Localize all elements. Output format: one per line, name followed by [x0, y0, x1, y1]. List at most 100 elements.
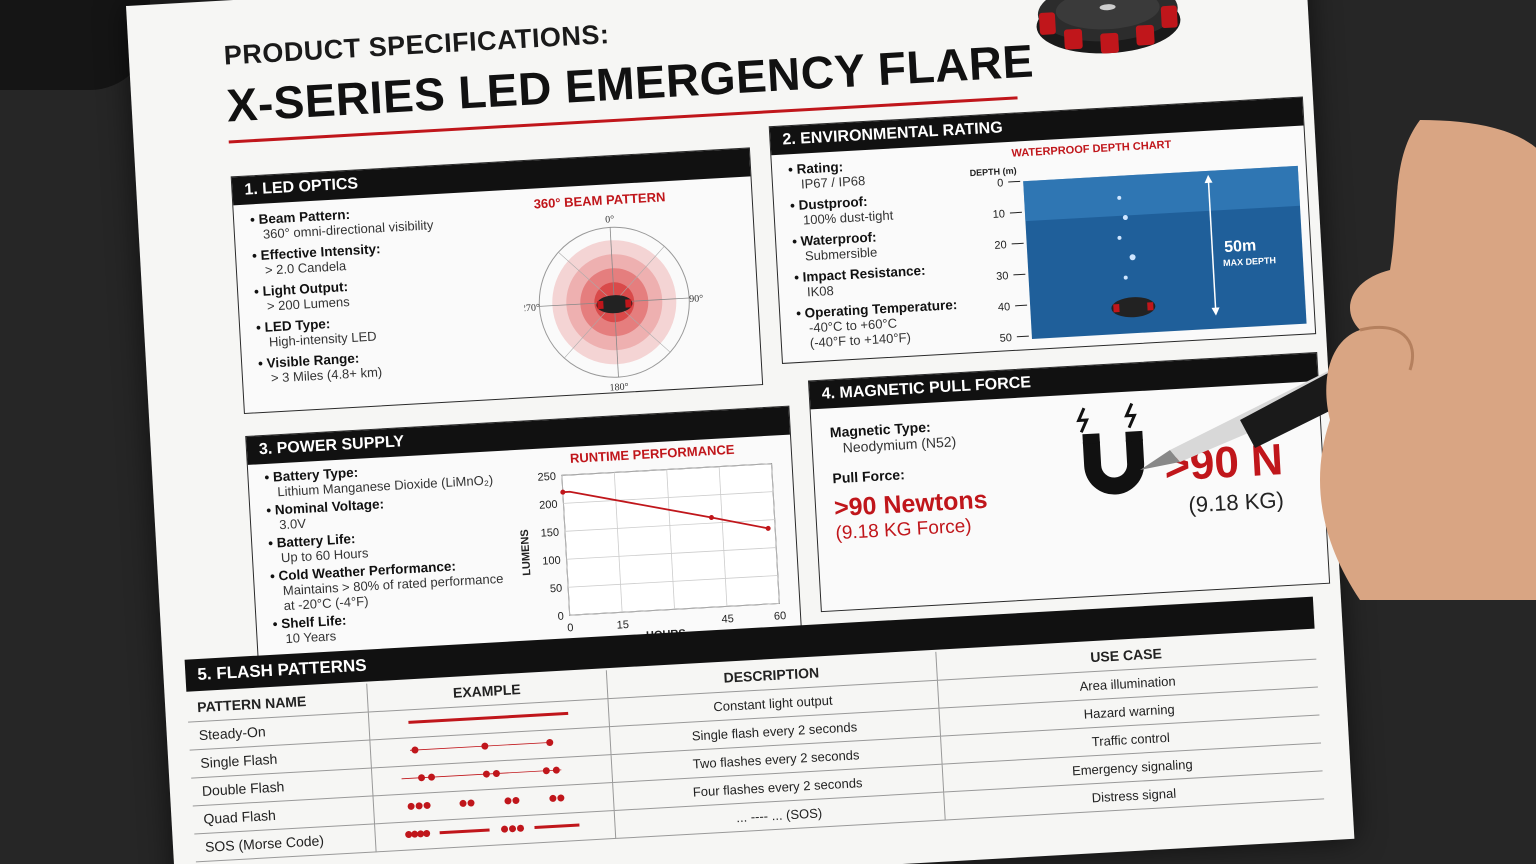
pull-force: Pull Force: >90 Newtons (9.18 KG Force)	[832, 462, 989, 545]
pattern-mark	[501, 825, 509, 833]
runtime-gridline	[771, 463, 780, 604]
pattern-mark	[482, 770, 490, 778]
pattern-mark	[557, 793, 565, 801]
pattern-mark	[546, 738, 554, 746]
pattern-mark	[411, 746, 419, 754]
depth-tick: 20	[994, 239, 1007, 252]
depth-tick: 30	[996, 270, 1009, 283]
pattern-mark	[516, 824, 524, 832]
runtime-y-label: LUMENS	[519, 529, 534, 576]
pattern-mark	[481, 742, 489, 750]
runtime-gridline	[666, 469, 675, 610]
runtime-y-tick: 100	[542, 555, 561, 568]
pattern-example-cell	[370, 754, 613, 796]
runtime-point	[708, 515, 714, 521]
led-optics-panel: 1. LED OPTICS Beam Pattern:360° omni-dir…	[230, 147, 764, 415]
angle-label-270: 270°	[521, 302, 541, 314]
runtime-y-tick: 50	[550, 583, 563, 596]
pattern-mark	[459, 799, 467, 807]
pattern-mark	[508, 824, 516, 832]
environmental-panel: 2. ENVIRONMENTAL RATING Rating:IP67 / IP…	[768, 96, 1317, 364]
max-depth-value: 50m	[1224, 237, 1257, 256]
runtime-x-ticks: 0 15 45 60	[567, 610, 787, 634]
pattern-mark	[409, 741, 550, 751]
pattern-example-cell	[369, 726, 611, 768]
flare-product-image	[1036, 0, 1181, 54]
pattern-example-single	[409, 738, 554, 754]
pattern-example-double	[401, 766, 562, 781]
spec-sheet: PRODUCT SPECIFICATIONS: X-SERIES LED EME…	[126, 0, 1355, 864]
table-row: SOS (Morse Code)... ---- ... (SOS)Distre…	[194, 770, 1325, 862]
depth-tick: 50	[999, 332, 1012, 345]
runtime-gridline	[561, 475, 571, 616]
power-supply-panel: 3. POWER SUPPLY Battery Type:Lithium Man…	[245, 405, 803, 668]
runtime-x-tick: 60	[774, 610, 787, 623]
pattern-mark	[423, 801, 431, 809]
runtime-gridline	[613, 472, 623, 613]
pattern-mark	[418, 773, 426, 781]
pattern-example-cell	[367, 698, 609, 740]
pattern-example-cell	[372, 782, 614, 824]
runtime-y-tick: 250	[537, 471, 556, 484]
pattern-mark	[417, 829, 425, 837]
pattern-mark	[407, 802, 415, 810]
runtime-gridline	[718, 466, 728, 607]
hand-image	[1320, 120, 1536, 600]
runtime-y-ticks: 0 50 100 150 200 250	[537, 471, 564, 623]
pattern-example-quad	[407, 793, 565, 810]
pattern-mark	[467, 798, 475, 806]
pull-force-key: Pull Force:	[832, 466, 906, 487]
runtime-point	[765, 525, 771, 531]
pattern-example-cell	[374, 810, 616, 852]
runtime-point	[560, 489, 566, 495]
pattern-example-steady	[408, 711, 569, 724]
runtime-grid	[561, 463, 780, 616]
pattern-mark	[549, 794, 557, 802]
depth-tick: 0	[997, 177, 1004, 189]
max-depth-label: MAX DEPTH	[1223, 255, 1276, 268]
magnetic-type: Magnetic Type: Neodymium (N52)	[829, 417, 956, 456]
magnet-icon	[1076, 402, 1145, 495]
depth-ticks: 0 10 20 30 40 50	[992, 177, 1012, 345]
pattern-mark	[542, 766, 550, 774]
runtime-y-tick: 150	[540, 527, 559, 540]
depth-chart: DEPTH (m) 50m MAX DEPTH 0 10 20 30 40 50	[969, 166, 1307, 345]
runtime-x-tick: 15	[616, 619, 629, 632]
pattern-mark	[411, 830, 419, 838]
runtime-series	[560, 489, 771, 531]
beam-pattern-chart: 0° 90° 180° 270°	[521, 214, 704, 394]
runtime-x-tick: 0	[567, 622, 574, 634]
flash-patterns-table: PATTERN NAME EXAMPLE DESCRIPTION USE CAS…	[186, 630, 1325, 862]
depth-axis-label: DEPTH (m)	[969, 166, 1016, 179]
angle-label-180: 180°	[609, 382, 629, 394]
pattern-mark	[415, 801, 423, 809]
pattern-example-sos	[405, 822, 580, 838]
pattern-mark	[504, 796, 512, 804]
pattern-mark	[439, 827, 490, 834]
pattern-mark	[427, 773, 435, 781]
pattern-mark	[408, 711, 569, 724]
pattern-mark	[405, 830, 413, 838]
angle-label-0: 0°	[605, 214, 615, 225]
depth-tick: 40	[998, 301, 1011, 314]
pattern-mark	[552, 766, 560, 774]
runtime-series-line	[562, 490, 769, 530]
desk-object	[0, 0, 150, 90]
runtime-y-tick: 200	[539, 499, 558, 512]
magnetic-panel: 4. MAGNETIC PULL FORCE Magnetic Type: Ne…	[807, 352, 1331, 613]
runtime-x-tick: 45	[721, 613, 734, 626]
depth-tick: 10	[992, 208, 1005, 221]
pattern-mark	[534, 822, 580, 829]
pattern-mark	[423, 829, 431, 837]
angle-label-90: 90°	[689, 293, 704, 305]
pattern-mark	[492, 769, 500, 777]
runtime-y-tick: 0	[557, 611, 564, 623]
pattern-mark	[512, 796, 520, 804]
pattern-mark	[401, 768, 562, 779]
